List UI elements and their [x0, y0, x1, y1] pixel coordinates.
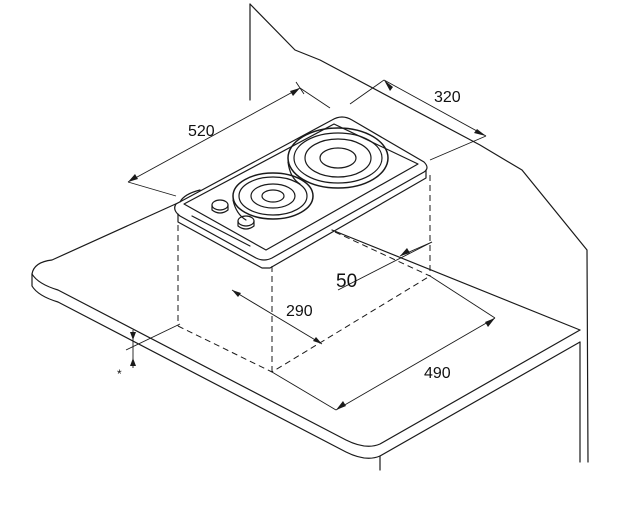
label-width: 520: [188, 123, 215, 140]
worktop: [31, 201, 581, 471]
label-cutout-depth: 290: [286, 303, 313, 320]
dimension-depth: [349, 79, 487, 161]
back-wall: [249, 3, 589, 463]
control-knob-left: [211, 199, 229, 214]
label-wall-offset: 50: [336, 271, 357, 292]
label-cutout-width: 490: [424, 365, 451, 382]
label-depth: 320: [434, 89, 461, 106]
dimension-width: [127, 81, 331, 197]
dimension-cutout-width: [271, 275, 496, 411]
hob: [174, 116, 428, 269]
control-knob-right: [237, 215, 255, 230]
large-burner: [287, 127, 389, 189]
thickness-marker: [125, 323, 181, 368]
label-thickness-marker: *: [117, 367, 122, 381]
dimension-cutout-depth: [231, 289, 323, 345]
small-burner: [232, 172, 314, 221]
dimension-wall-offset: [337, 241, 433, 291]
